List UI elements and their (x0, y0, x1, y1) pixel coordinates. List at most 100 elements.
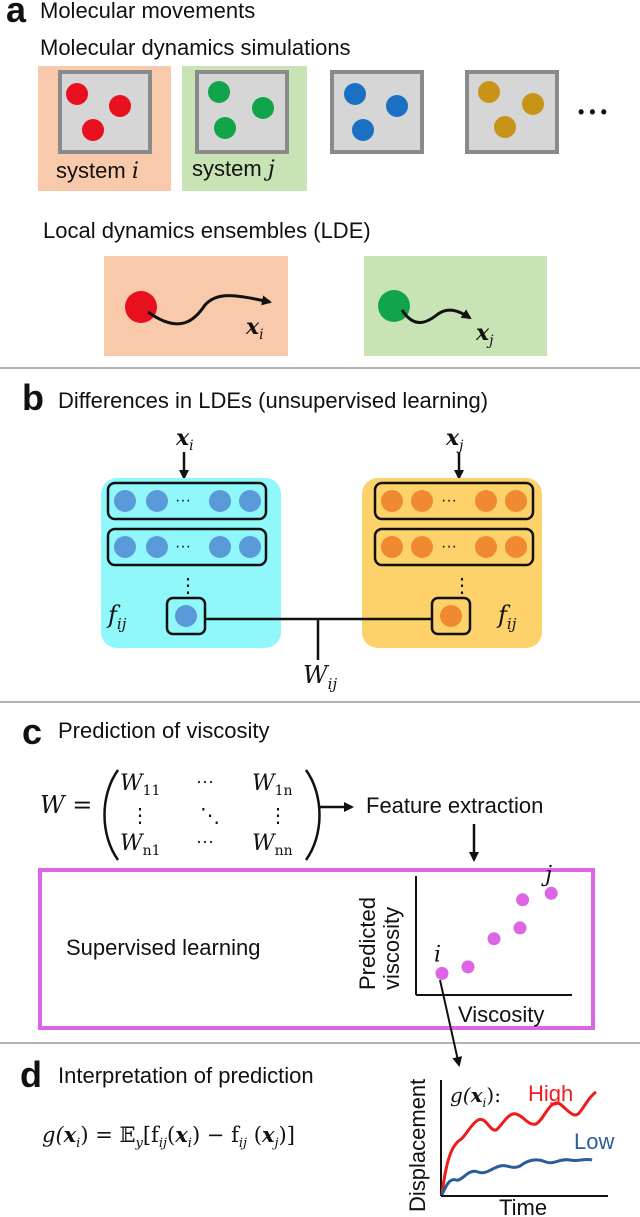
displacement-ylabel: Displacement (405, 1079, 430, 1212)
panel-b-letter: b (22, 377, 44, 418)
neuron-orange (475, 490, 497, 512)
lde-i-trajectory-arrow (147, 294, 272, 326)
panel-b-title: Differences in LDEs (unsupervised learni… (58, 388, 488, 413)
legend-g-xi: g(xi): (450, 1083, 501, 1110)
lde-j-trajectory-arrow (400, 308, 472, 324)
neuron-orange (505, 536, 527, 558)
scatter-point (516, 893, 530, 907)
displacement-xlabel: Time (499, 1195, 547, 1217)
layer-ellipsis: ··· (175, 538, 191, 555)
network-right-layer-1 (373, 481, 535, 521)
panel-a-title: Molecular movements (40, 0, 255, 23)
input-xi-label: xi (175, 425, 194, 454)
neuron-blue (114, 536, 136, 558)
neuron-orange (381, 490, 403, 512)
feature-extraction-label: Feature extraction (366, 793, 543, 818)
neuron-orange (411, 490, 433, 512)
panel-d-letter: d (20, 1054, 42, 1095)
molecule-red (82, 119, 104, 141)
legend-high: High (528, 1081, 573, 1106)
scatter-xlabel: Viscosity (458, 1002, 544, 1027)
system-blue-box (330, 70, 424, 154)
system-i-label: system i (56, 158, 139, 184)
matrix-wnn: Wnn (252, 831, 293, 859)
molecule-gold (478, 81, 500, 103)
matrix-vdots: ⋮ (268, 805, 288, 827)
neuron-blue (209, 490, 231, 512)
matrix-hdots: ··· (196, 771, 214, 791)
matrix-wn1: Wn1 (120, 831, 161, 859)
lde-i-molecule (125, 291, 157, 323)
molecule-red (109, 95, 131, 117)
input-xj-label: xj (445, 425, 464, 454)
neuron-blue (239, 536, 261, 558)
molecule-gold (494, 116, 516, 138)
neuron-blue (209, 536, 231, 558)
network-left-background (101, 478, 281, 648)
scatter-point-label: j (540, 862, 552, 887)
scatter-points: ij (434, 862, 558, 980)
system-gold-box (465, 70, 559, 154)
layer-ellipsis: ··· (441, 492, 457, 509)
lde-j-x-label: xj (475, 320, 494, 349)
network-left-output (165, 596, 207, 636)
panel-c-letter: c (22, 711, 42, 752)
network-left-layer-1 (106, 481, 268, 521)
scatter-ylabel-line1: Predicted (355, 897, 380, 990)
matrix-left-paren (103, 769, 120, 861)
matrix-hdots: ··· (196, 831, 214, 851)
layer-ellipsis: ··· (175, 492, 191, 509)
w-ij-label: Wij (303, 661, 337, 693)
legend-low: Low (574, 1129, 614, 1154)
scatter-point (487, 932, 501, 946)
matrix-w-equals: W = (40, 791, 92, 819)
scatter-point (544, 886, 558, 900)
scatter-point (435, 966, 449, 980)
more-systems-ellipsis: • • • (578, 102, 607, 122)
neuron-orange (505, 490, 527, 512)
matrix-vdots: ⋮ (130, 805, 150, 827)
molecule-green (252, 97, 274, 119)
point-i-to-interpretation-arrow (439, 979, 463, 1067)
system-j-box (195, 70, 289, 154)
scatter-point (513, 921, 527, 935)
network-right-background (362, 478, 542, 648)
network-left-layer-2 (106, 527, 268, 567)
neuron-orange (381, 536, 403, 558)
network-right-layer-2 (373, 527, 535, 567)
molecule-blue (344, 83, 366, 105)
neuron-blue (114, 490, 136, 512)
layer-vdots: ⋮ (178, 575, 198, 597)
neuron-blue (239, 490, 261, 512)
molecule-green (214, 117, 236, 139)
lde-j-molecule (378, 290, 410, 322)
neuron-blue-output (175, 605, 197, 627)
panel-a-subtitle: Molecular dynamics simulations (40, 35, 351, 60)
molecule-green (208, 81, 230, 103)
matrix-w11: W11 (120, 771, 160, 799)
scatter-point-label: i (434, 942, 441, 967)
neuron-blue (146, 536, 168, 558)
layer-ellipsis: ··· (441, 538, 457, 555)
scatter-ylabel-line2: viscosity (379, 907, 404, 990)
matrix-w1n: W1n (252, 771, 293, 799)
interpretation-formula: g(xi) = 𝔼y[fij(xi) − fij (xj)] (42, 1122, 295, 1151)
network-right-output (430, 596, 472, 636)
molecule-blue (352, 119, 374, 141)
layer-vdots: ⋮ (452, 575, 472, 597)
neuron-orange-output (440, 605, 462, 627)
lde-title: Local dynamics ensembles (LDE) (43, 218, 371, 243)
neuron-blue (146, 490, 168, 512)
matrix-ddots: ⋱ (200, 805, 220, 827)
lde-i-x-label: xi (245, 314, 264, 343)
supervised-learning-label: Supervised learning (66, 935, 260, 960)
curve-high (440, 1090, 597, 1196)
system-j-label: system j (192, 156, 275, 182)
neuron-orange (411, 536, 433, 558)
panel-c-title: Prediction of viscosity (58, 718, 270, 743)
scatter-point (461, 960, 475, 974)
neuron-orange (475, 536, 497, 558)
matrix-right-paren (304, 769, 321, 861)
panel-a-letter: a (6, 0, 27, 30)
